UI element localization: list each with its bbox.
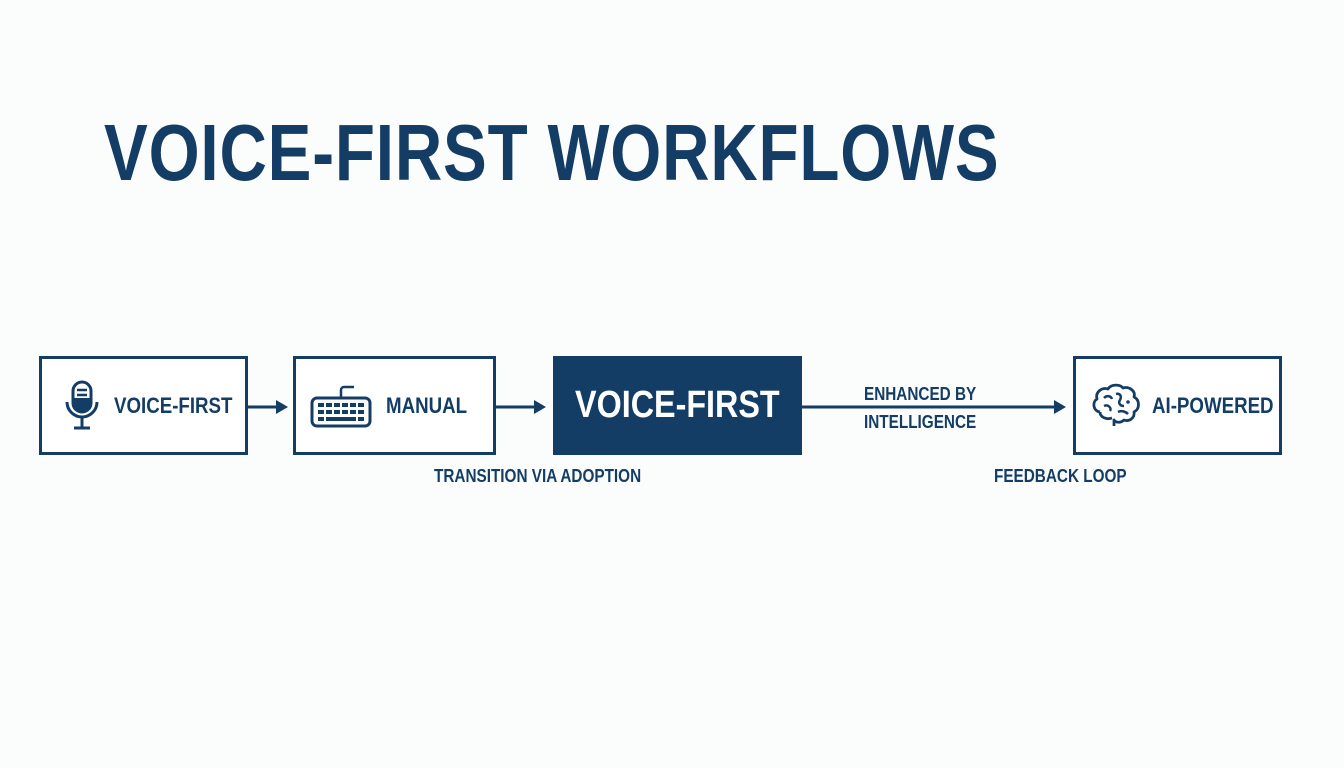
edge-label-line2: INTELLIGENCE	[864, 412, 977, 432]
arrow-voice-center-to-ai	[802, 400, 1066, 414]
node-label: VOICE-FIRST	[575, 384, 780, 426]
transition-annotation: TRANSITION VIA ADOPTION	[434, 466, 642, 486]
node-ai-powered: AI-POWERED	[1073, 356, 1282, 455]
edge-label-line1: ENHANCED BY	[864, 384, 977, 404]
node-manual: MANUAL	[293, 356, 496, 455]
node-voice-first-center: VOICE-FIRST	[553, 356, 802, 455]
node-voice-first-start: VOICE-FIRST	[39, 356, 248, 455]
brain-icon	[1090, 382, 1142, 430]
node-label: AI-POWERED	[1152, 392, 1274, 418]
arrow-voice-to-manual	[247, 400, 288, 414]
microphone-icon	[64, 380, 100, 432]
keyboard-icon	[310, 384, 372, 428]
arrow-manual-to-voice-center	[495, 400, 546, 414]
page-title: VOICE-FIRST WORKFLOWS	[104, 108, 1000, 197]
node-label: MANUAL	[386, 392, 468, 418]
node-label: VOICE-FIRST	[114, 392, 233, 418]
feedback-annotation: FEEDBACK LOOP	[994, 466, 1127, 486]
